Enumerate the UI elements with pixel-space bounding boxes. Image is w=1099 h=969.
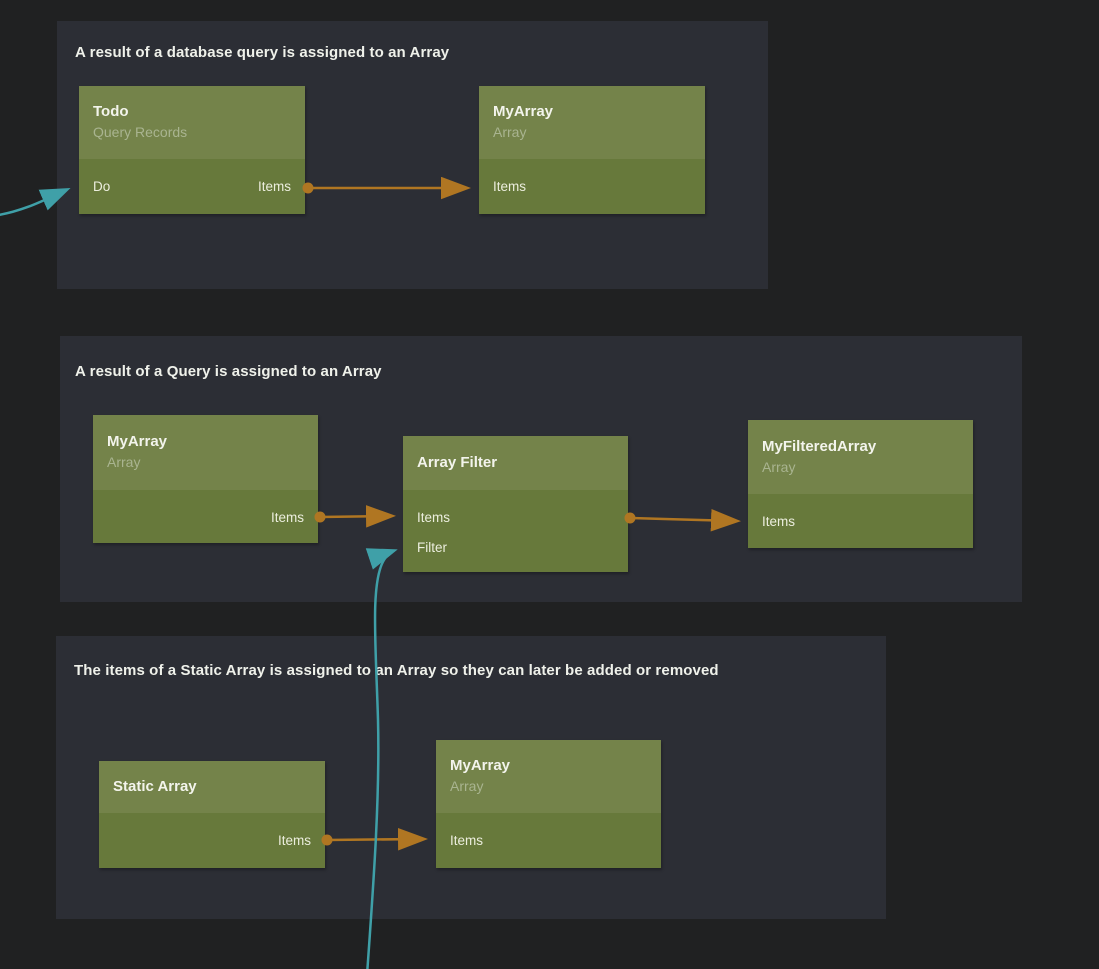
node-myarray-3[interactable]: MyArray Array Items — [436, 740, 661, 868]
comment-group-title: A result of a database query is assigned… — [75, 44, 449, 61]
port-items-output[interactable]: Items — [258, 179, 291, 194]
node-body: Items — [99, 813, 325, 868]
port-filter-input[interactable]: Filter — [417, 540, 447, 555]
node-title: Array Filter — [417, 453, 614, 473]
port-items-input[interactable]: Items — [417, 510, 450, 525]
comment-group-title: A result of a Query is assigned to an Ar… — [75, 363, 382, 380]
port-items-input[interactable]: Items — [493, 179, 526, 194]
node-body: Items Filter — [403, 490, 628, 572]
node-title: Static Array — [113, 777, 311, 797]
port-row: Do Items — [93, 171, 291, 201]
port-row: Items — [450, 825, 647, 855]
node-static-array[interactable]: Static Array Items — [99, 761, 325, 868]
node-myarray-2[interactable]: MyArray Array Items — [93, 415, 318, 543]
node-title: Todo — [93, 102, 291, 122]
port-row: Items — [107, 502, 304, 532]
node-header: MyArray Array — [479, 86, 705, 159]
port-items-input[interactable]: Items — [450, 833, 483, 848]
node-header: Todo Query Records — [79, 86, 305, 159]
node-todo-query-records[interactable]: Todo Query Records Do Items — [79, 86, 305, 214]
node-header: MyFilteredArray Array — [748, 420, 973, 494]
node-title: MyFilteredArray — [762, 437, 959, 457]
port-items-output[interactable]: Items — [278, 833, 311, 848]
port-items-input[interactable]: Items — [762, 514, 795, 529]
port-row: Items — [417, 502, 614, 532]
port-row: Items — [113, 825, 311, 855]
node-title: MyArray — [450, 756, 647, 776]
node-body: Do Items — [79, 159, 305, 214]
node-title: MyArray — [107, 432, 304, 452]
node-subtitle: Query Records — [93, 122, 291, 143]
port-row: Items — [762, 506, 959, 536]
node-myarray-1[interactable]: MyArray Array Items — [479, 86, 705, 214]
node-body: Items — [479, 159, 705, 214]
port-items-output[interactable]: Items — [271, 510, 304, 525]
node-body: Items — [93, 490, 318, 543]
node-body: Items — [436, 813, 661, 868]
node-array-filter[interactable]: Array Filter Items Filter — [403, 436, 628, 572]
node-subtitle: Array — [493, 122, 691, 143]
node-subtitle: Array — [450, 776, 647, 797]
node-header: Static Array — [99, 761, 325, 813]
node-myfilteredarray[interactable]: MyFilteredArray Array Items — [748, 420, 973, 548]
port-row: Items — [493, 171, 691, 201]
node-title: MyArray — [493, 102, 691, 122]
node-header: Array Filter — [403, 436, 628, 490]
node-header: MyArray Array — [93, 415, 318, 490]
node-header: MyArray Array — [436, 740, 661, 813]
port-do-input[interactable]: Do — [93, 179, 110, 194]
node-subtitle: Array — [107, 452, 304, 473]
port-row: Filter — [417, 532, 614, 562]
node-body: Items — [748, 494, 973, 548]
node-subtitle: Array — [762, 457, 959, 478]
comment-group-title: The items of a Static Array is assigned … — [74, 662, 719, 679]
